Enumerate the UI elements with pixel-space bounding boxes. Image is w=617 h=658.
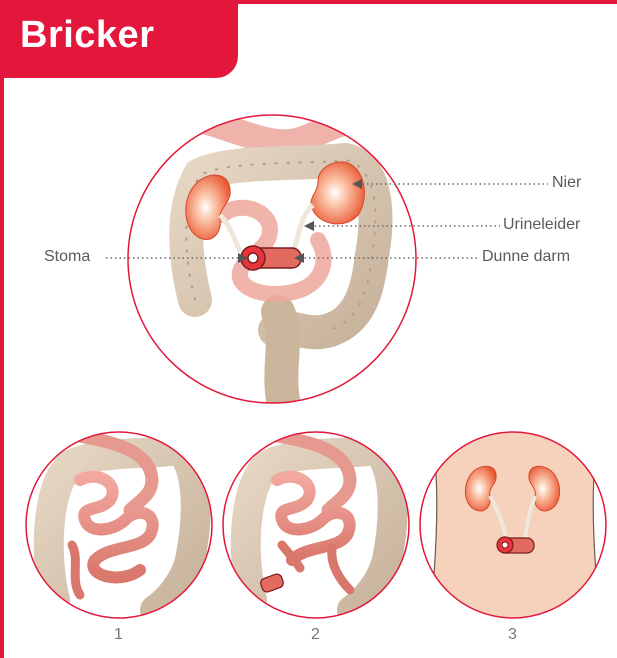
step-number-3: 3 xyxy=(508,626,517,644)
step-1-ileum xyxy=(72,545,80,595)
label-stoma: Stoma xyxy=(44,248,90,266)
step-number-1: 1 xyxy=(114,626,123,644)
step-3-body-outline xyxy=(430,430,600,620)
step-1-diagram xyxy=(26,432,212,618)
label-nier: Nier xyxy=(552,174,581,192)
step-2-diagram xyxy=(223,432,409,618)
label-urineleider: Urineleider xyxy=(503,216,580,234)
stoma-lumen xyxy=(248,253,258,263)
step-3-diagram xyxy=(420,430,606,620)
rectum xyxy=(278,312,285,410)
label-dunne-darm: Dunne darm xyxy=(482,248,570,266)
step-number-2: 2 xyxy=(311,626,320,644)
step-3-stoma-lumen xyxy=(502,542,508,548)
